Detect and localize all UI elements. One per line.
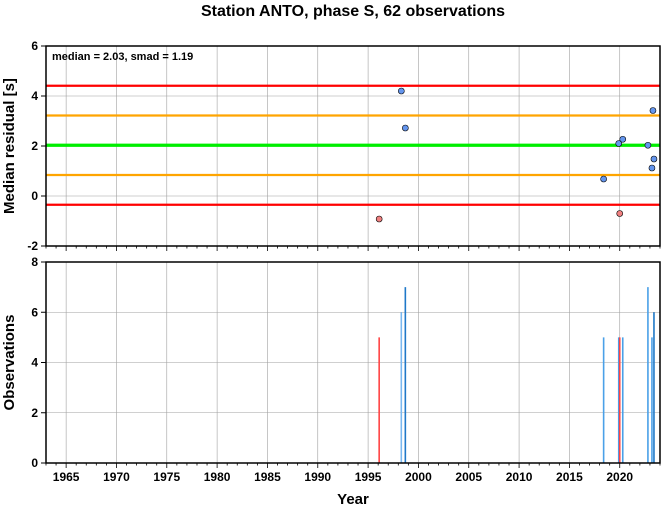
residual-point bbox=[402, 124, 409, 132]
observations-y-tick-label: 4 bbox=[31, 356, 38, 370]
residual-point bbox=[619, 135, 627, 143]
year-x-tick-label: 1980 bbox=[204, 470, 231, 484]
year-x-tick-label: 2000 bbox=[405, 470, 432, 484]
residual-points bbox=[375, 87, 658, 223]
residual-y-ticks: -2 0 2 4 6 bbox=[27, 39, 46, 253]
residual-point bbox=[644, 141, 652, 149]
year-x-tick-label: 2010 bbox=[506, 470, 533, 484]
year-x-tick-label: 1970 bbox=[103, 470, 130, 484]
residual-point bbox=[649, 107, 657, 114]
residual-point bbox=[616, 210, 624, 217]
year-x-tick-label: 1990 bbox=[304, 470, 331, 484]
year-x-label: Year bbox=[337, 491, 369, 508]
residual-y-tick-label: 0 bbox=[31, 189, 38, 203]
observations-y-tick-label: 6 bbox=[31, 305, 38, 319]
year-x-tick-label: 1965 bbox=[53, 470, 80, 484]
observations-y-ticks: 0 2 4 6 8 bbox=[31, 255, 46, 470]
residual-point bbox=[615, 140, 623, 147]
reference-lines bbox=[46, 84, 660, 206]
observations-y-tick-label: 8 bbox=[31, 255, 38, 269]
residual-point bbox=[398, 87, 405, 95]
residual-y-tick-label: 6 bbox=[31, 39, 38, 53]
residual-point bbox=[600, 175, 607, 183]
year-x-ticks: 1965 1970 1975 1980 1985 1990 1995 2000 2005 2010… bbox=[45, 246, 661, 484]
median-annotation: median = 2.03, smad = 1.19 bbox=[52, 51, 193, 63]
observations-y-tick-label: 0 bbox=[31, 456, 38, 470]
observations-panel: 0 2 4 6 8 1965 1970 1975 1980 1985 1990 1995 2000 20… bbox=[1, 246, 661, 508]
year-x-tick-label: 1985 bbox=[254, 470, 281, 484]
chart-title: Station ANTO, phase S, 62 observations bbox=[201, 3, 505, 20]
observation-bars bbox=[378, 287, 655, 463]
residual-point bbox=[648, 164, 656, 172]
residual-y-tick-label: 4 bbox=[31, 89, 38, 103]
residual-point bbox=[375, 215, 383, 223]
residual-y-tick-label: 2 bbox=[31, 139, 38, 153]
residual-y-label: Median residual [s] bbox=[1, 78, 18, 214]
residual-y-tick-label: -2 bbox=[27, 239, 38, 253]
year-x-tick-label: 2005 bbox=[455, 470, 482, 484]
observations-y-label: Observations bbox=[1, 315, 18, 411]
observations-y-tick-label: 2 bbox=[31, 406, 38, 420]
year-x-tick-label: 1975 bbox=[153, 470, 180, 484]
residual-panel: -2 0 2 4 6 median = 2.03, smad = 1.19 Median… bbox=[1, 39, 661, 253]
year-x-tick-label: 2015 bbox=[556, 470, 583, 484]
observations-grid bbox=[46, 261, 660, 464]
year-x-tick-label: 1995 bbox=[355, 470, 382, 484]
year-x-tick-label: 2020 bbox=[606, 470, 633, 484]
residual-point bbox=[650, 155, 658, 163]
